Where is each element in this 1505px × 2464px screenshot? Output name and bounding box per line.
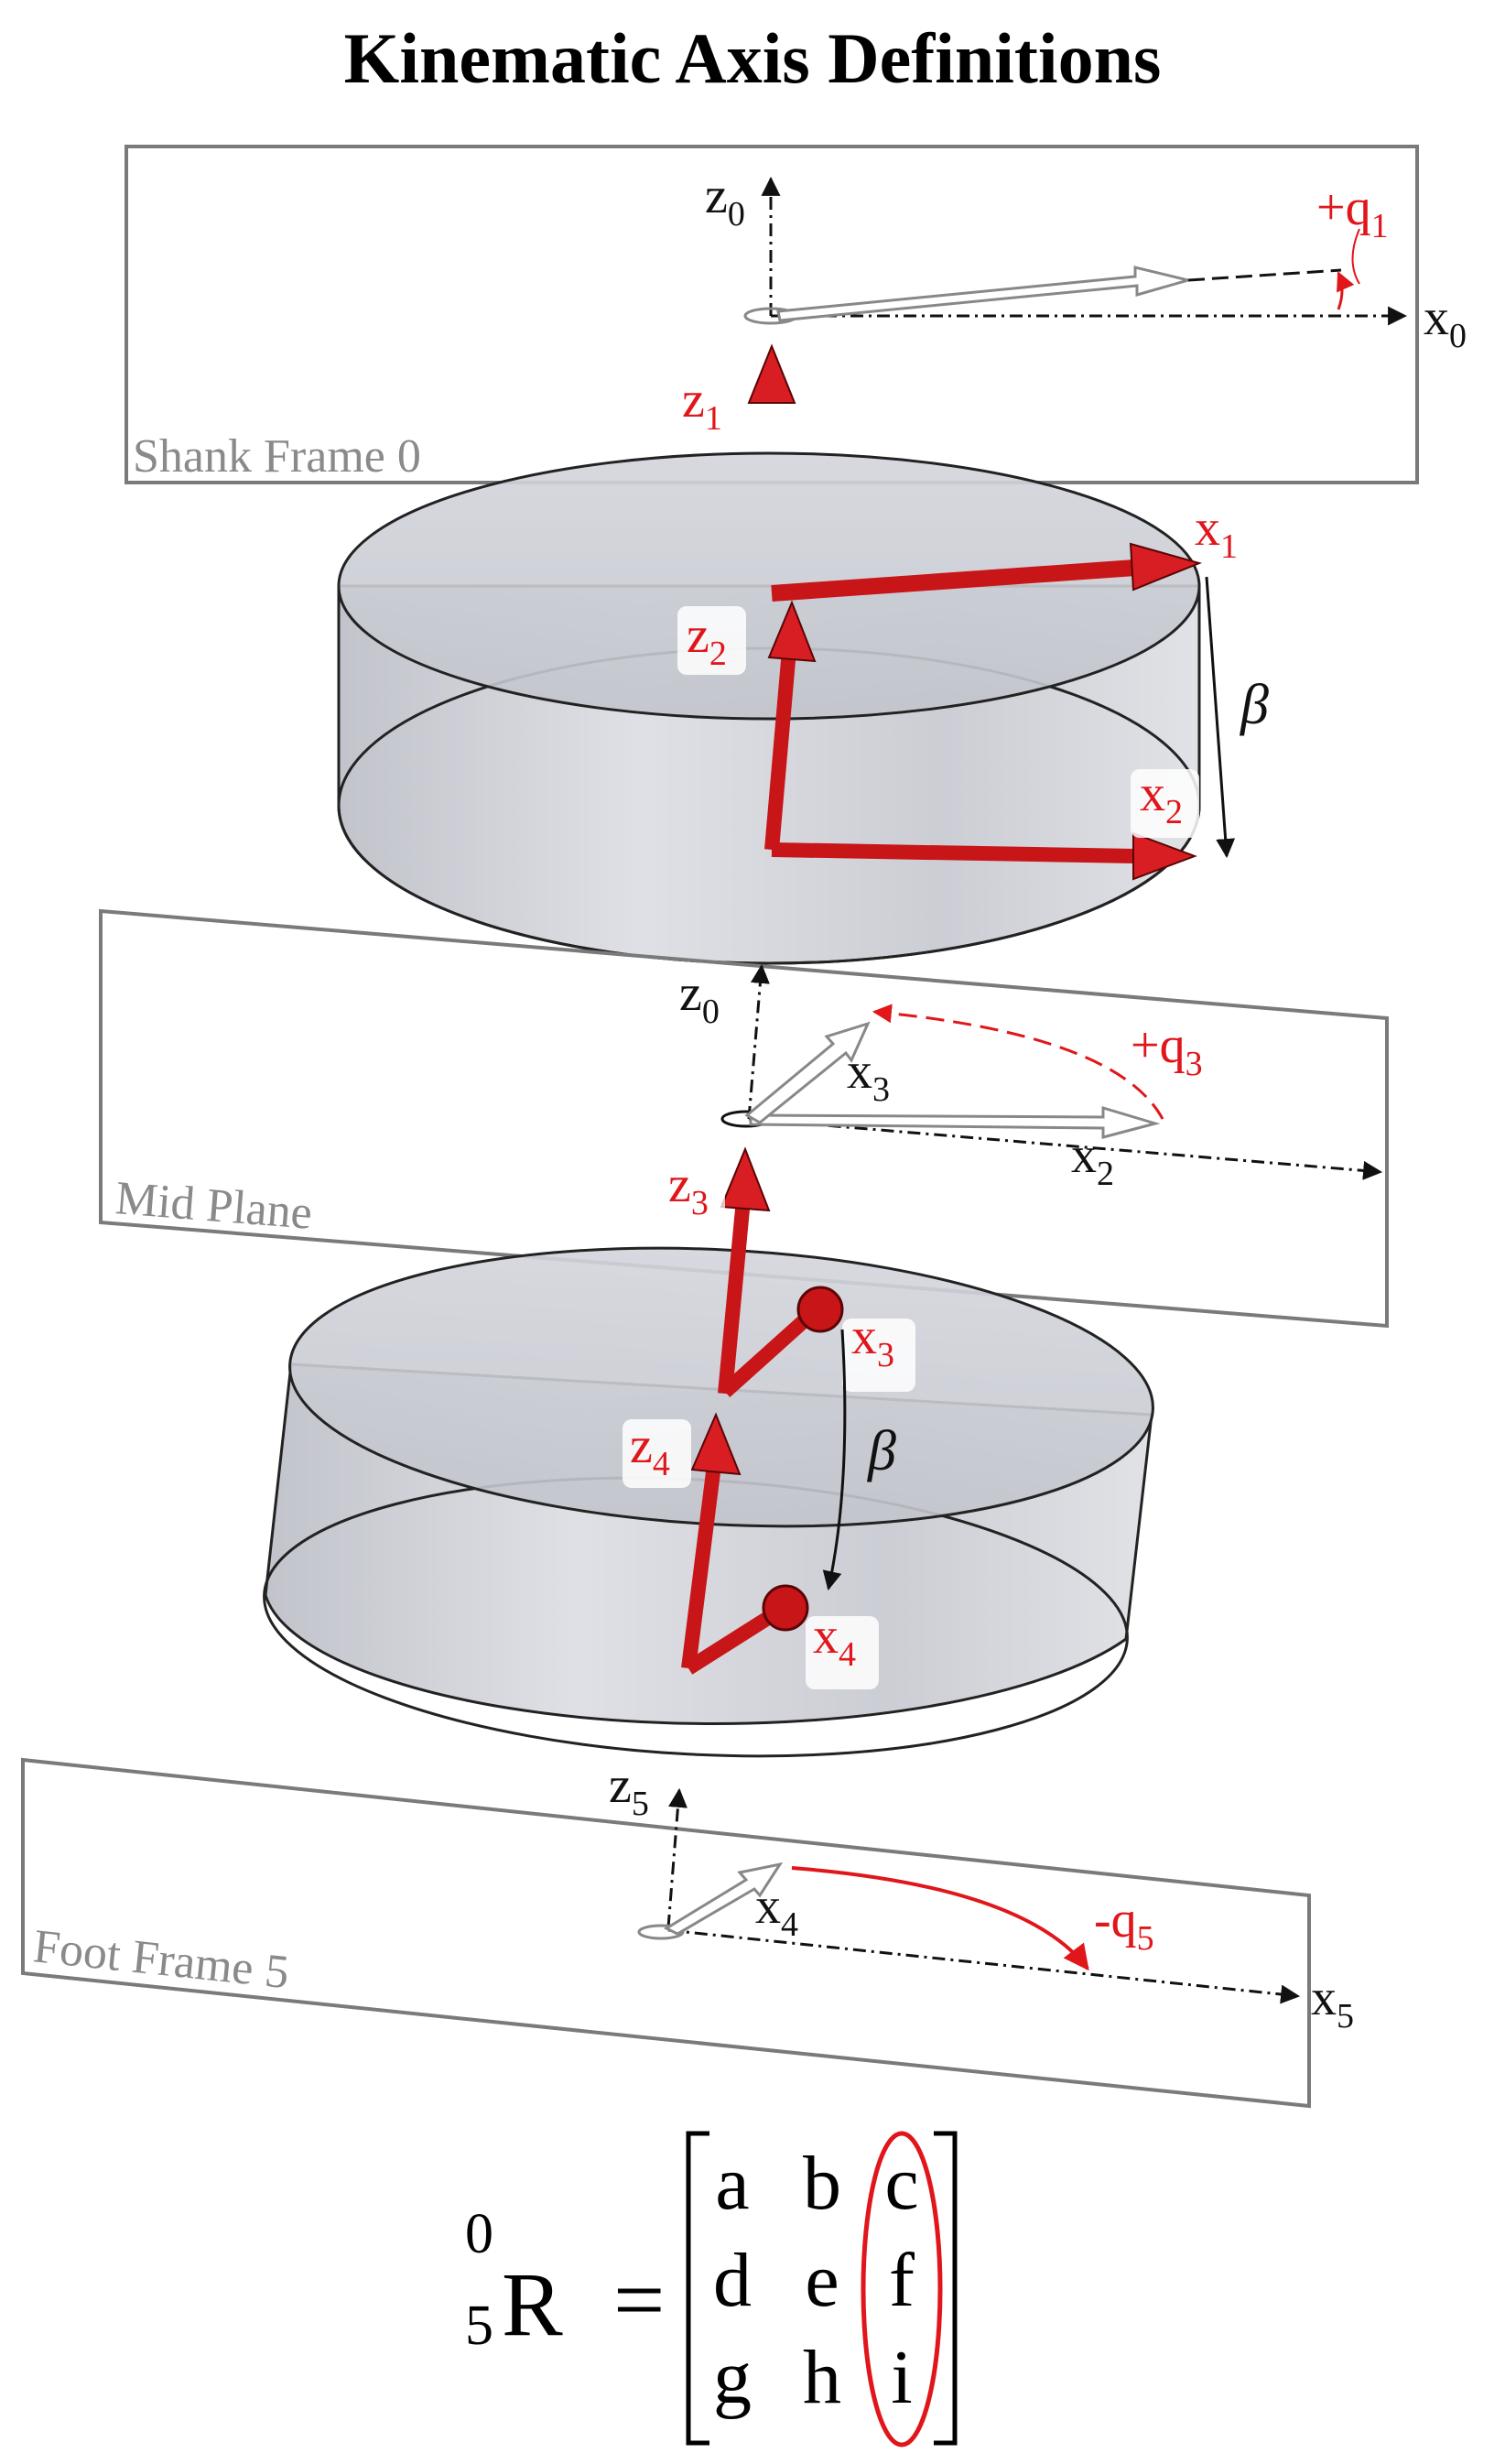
- x4-rod: [684, 1605, 783, 1675]
- shank-frame-group: Shank Frame 0 z0 x0 +q1: [125, 145, 1467, 484]
- x4-red-label: x4: [813, 1608, 856, 1674]
- matrix-cell-g: g: [713, 2335, 752, 2420]
- x2-mid-label: x2: [1071, 1127, 1114, 1193]
- top-cylinder-red-axes: z1 x1 z2 x2 β: [673, 343, 1269, 881]
- matrix-left-bracket: [686, 2131, 709, 2446]
- foot-frame-group: Foot Frame 5 z5 x5 x4 -q5: [21, 1757, 1354, 2109]
- beta-bottom-arrow: [822, 1329, 847, 1591]
- z4-arrow-head: [690, 1412, 742, 1476]
- equation-symbol: R: [502, 2253, 563, 2355]
- foot-frame-box: [21, 1757, 1311, 2109]
- x2-arrow-head: [1132, 831, 1197, 881]
- x3-arrow-tip: [796, 1286, 844, 1333]
- z5-label: z5: [609, 1757, 649, 1823]
- z0-mid-axis: [747, 963, 770, 1120]
- matrix-cell-a: a: [715, 2141, 749, 2226]
- q5-label: -q5: [1094, 1892, 1154, 1958]
- matrix-cell-b: b: [803, 2141, 841, 2226]
- x1-rod: [771, 559, 1136, 602]
- x0-label: x0: [1424, 289, 1467, 355]
- beta-top-label: β: [1240, 674, 1269, 736]
- matrix-cell-c: c: [884, 2141, 918, 2226]
- x3-rod: [720, 1306, 820, 1397]
- matrix-cell-h: h: [803, 2335, 841, 2420]
- matrix-right-bracket: [934, 2131, 958, 2446]
- column-c-highlight: [861, 2131, 943, 2448]
- q1-leader: [1351, 228, 1360, 285]
- diagram-title: Kinematic Axis Definitions: [344, 18, 1162, 98]
- top-cylinder: [337, 451, 1201, 965]
- z4-label-bg: [623, 1419, 691, 1488]
- projected-x1-arrow: [776, 266, 1194, 322]
- q3-angle-arc: [872, 1004, 1164, 1120]
- x1-label: x1: [1195, 500, 1238, 566]
- z0-top-label: z0: [705, 168, 745, 233]
- z2-label-bg: [677, 606, 746, 675]
- z3-label: z3: [668, 1156, 709, 1222]
- matrix-cell-f: f: [889, 2238, 915, 2323]
- z5-axis: [666, 1787, 688, 1928]
- q5-angle-arc: [791, 1866, 1089, 1971]
- z2-label: z2: [687, 607, 727, 673]
- projected-x1-dashed-extension: [1187, 268, 1342, 282]
- mid-plane-box: [99, 908, 1389, 1329]
- x4-red-label-bg: [806, 1616, 879, 1689]
- x2-red-label: x2: [1140, 765, 1183, 831]
- z2-rod: [764, 649, 796, 851]
- z3-label-bg: [661, 1156, 725, 1224]
- z4-label: z4: [630, 1417, 670, 1483]
- x1-arrow-head: [1129, 542, 1203, 592]
- z2-arrow-head: [767, 600, 817, 663]
- equation-subscript: 5: [465, 2295, 493, 2357]
- shank-frame-label: Shank Frame 0: [133, 430, 421, 483]
- x2-rod: [771, 842, 1136, 863]
- x4-foot-label: x4: [755, 1878, 798, 1944]
- matrix-cell-e: e: [805, 2238, 839, 2323]
- q3-label: +q3: [1131, 1017, 1203, 1083]
- x2-red-label-bg: [1131, 769, 1199, 838]
- projected-x4-foot-arrow: [663, 1862, 784, 1936]
- z3-arrow-head: [720, 1146, 771, 1212]
- projected-x3-arrow: [744, 1021, 871, 1124]
- z3-rod: [718, 1199, 751, 1395]
- matrix-cell-i: i: [891, 2335, 912, 2420]
- z1-label: z1: [682, 372, 722, 438]
- q1-label: +q1: [1316, 179, 1389, 245]
- mid-plane-group: Mid Plane z0 x2 x3 +q3: [99, 908, 1389, 1329]
- z1-arrow-head: [747, 343, 796, 404]
- x3-red-label: x3: [851, 1308, 894, 1374]
- x3-red-label-bg: [842, 1319, 915, 1392]
- z1-label-bg: [673, 371, 737, 440]
- x4-arrow-tip: [762, 1584, 809, 1632]
- matrix-cell-d: d: [713, 2238, 752, 2323]
- x5-label: x5: [1311, 1970, 1354, 2035]
- bottom-cylinder-red-axes: z3 x3 z4 x4 β: [623, 1146, 915, 1689]
- x3-mid-label: x3: [847, 1043, 890, 1109]
- q1-angle-arrow: [1337, 271, 1355, 310]
- equation-equals: =: [613, 2249, 665, 2350]
- z4-rod: [681, 1463, 721, 1670]
- z0-mid-label: z0: [679, 965, 720, 1031]
- equation-superscript: 0: [465, 2203, 493, 2265]
- projected-x2-arrow: [749, 1105, 1161, 1139]
- beta-top-arrow: [1205, 576, 1236, 859]
- beta-bottom-label: β: [867, 1420, 896, 1482]
- x5-axis: [667, 1928, 1301, 2004]
- mid-plane-label: Mid Plane: [114, 1172, 314, 1240]
